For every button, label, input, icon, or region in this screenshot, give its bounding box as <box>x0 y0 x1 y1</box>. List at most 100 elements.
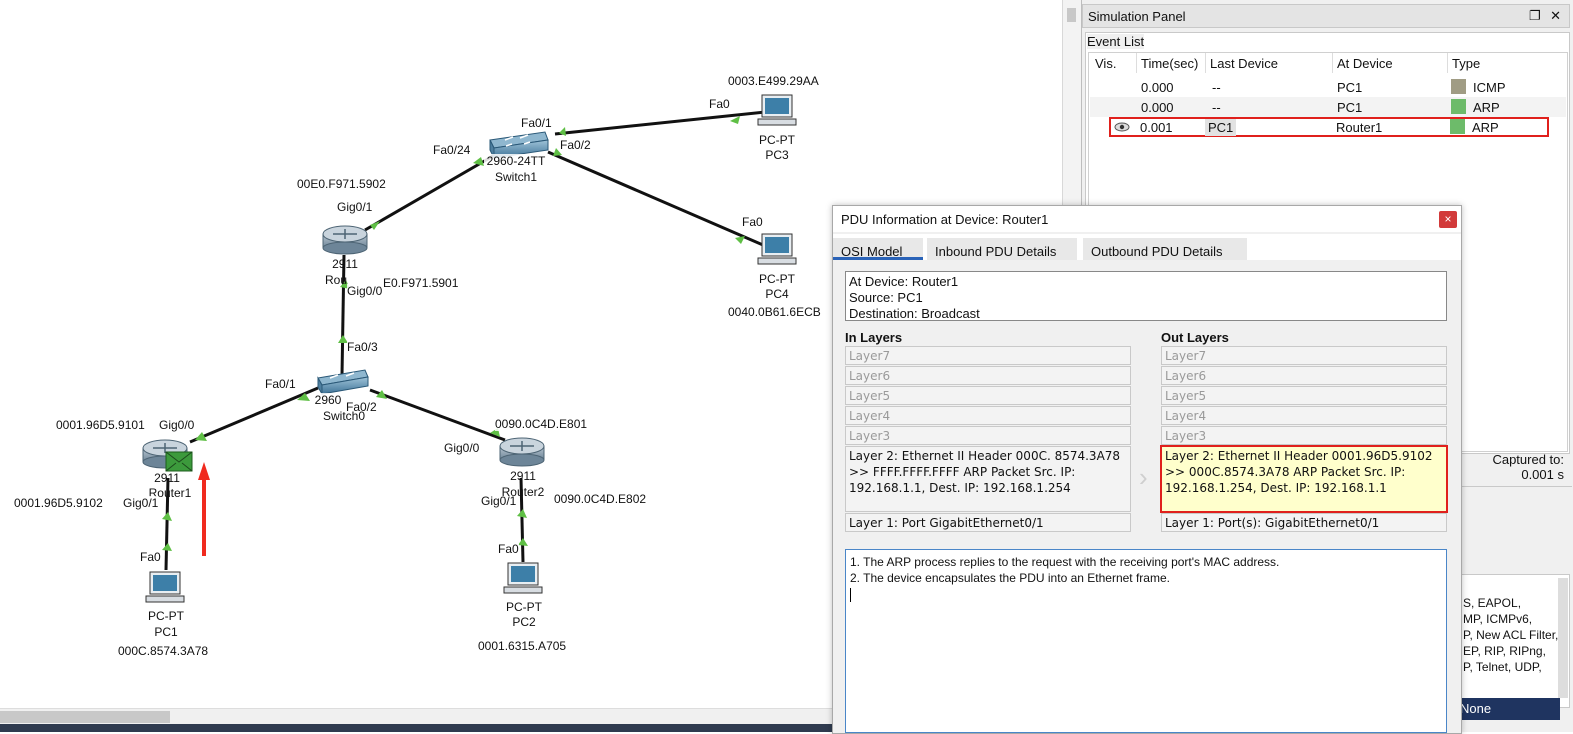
event-row[interactable]: 0.000 -- PC1 ICMP <box>1141 79 1506 95</box>
switch0-fa01-label: Fa0/1 <box>265 377 296 391</box>
eye-icon[interactable] <box>1114 120 1130 137</box>
text-cursor <box>850 588 851 602</box>
router2-name-label: Router2 <box>501 485 545 499</box>
restore-icon[interactable]: ❐ <box>1528 8 1541 23</box>
router0-gig01-mac-label: 00E0.F971.5902 <box>297 177 386 191</box>
col-at-device[interactable]: At Device <box>1337 56 1393 71</box>
close-icon[interactable]: × <box>1439 211 1457 228</box>
in-layer-5[interactable]: Layer5 <box>845 386 1131 405</box>
event-row-selected[interactable]: 0.001 PC1 Router1 ARP <box>1109 117 1549 137</box>
pc1-icon[interactable] <box>145 571 185 603</box>
out-layer-4[interactable]: Layer4 <box>1161 406 1447 425</box>
pc3-type-label: PC-PT <box>759 133 795 147</box>
pc2-icon[interactable] <box>503 562 543 594</box>
col-type[interactable]: Type <box>1452 56 1481 71</box>
pdu-dialog-title: PDU Information at Device: Router1 <box>841 212 1049 227</box>
event-list-label: Event List <box>1087 34 1145 49</box>
out-layer-6[interactable]: Layer6 <box>1161 366 1447 385</box>
router2-gig00-mac-label: 0090.0C4D.E801 <box>495 417 588 431</box>
pc3-name-label: PC3 <box>765 148 789 162</box>
filter-none-button[interactable]: None <box>1460 698 1560 720</box>
source-line: Source: PC1 <box>849 290 923 305</box>
arp-color-swatch <box>1451 99 1466 114</box>
pc1-port-label: Fa0 <box>140 550 161 564</box>
close-icon[interactable]: ✕ <box>1550 8 1561 23</box>
router2-gig01-label: Gig0/1 <box>481 494 517 508</box>
workspace-horizontal-scrollbar[interactable] <box>0 708 1062 725</box>
tab-inbound-pdu-details[interactable]: Inbound PDU Details <box>927 238 1077 260</box>
tab-osi-model[interactable]: OSI Model <box>833 238 923 260</box>
layer-arrow-icon: › <box>1139 462 1148 492</box>
in-layer-3[interactable]: Layer3 <box>845 426 1131 445</box>
red-arrow-annotation <box>198 462 210 556</box>
event-filter-list: S, EAPOL, MP, ICMPv6, P, New ACL Filter,… <box>1460 574 1570 708</box>
link-sw1-pc4[interactable] <box>547 150 771 250</box>
router0-gig00-label: Gig0/0 <box>347 284 383 298</box>
at-device-line: At Device: Router1 <box>849 274 959 289</box>
out-layer-7[interactable]: Layer7 <box>1161 346 1447 365</box>
pdu-description-area[interactable]: 1. The ARP process replies to the reques… <box>845 549 1447 733</box>
tab-outbound-pdu-details[interactable]: Outbound PDU Details <box>1083 238 1247 260</box>
in-layer-2[interactable]: Layer 2: Ethernet II Header 000C. 8574.3… <box>845 446 1131 512</box>
description-line: 2. The device encapsulates the PDU into … <box>850 571 1170 585</box>
switch1-name-label: Switch1 <box>494 170 538 184</box>
pc3-port-label: Fa0 <box>709 97 730 111</box>
icmp-color-swatch <box>1451 79 1466 94</box>
switch1-fa024-label: Fa0/24 <box>433 143 471 157</box>
link-sw1-router0[interactable] <box>364 150 501 232</box>
arp-color-swatch <box>1450 119 1465 134</box>
router1-type-label: 2911 <box>154 471 180 485</box>
in-layer-4[interactable]: Layer4 <box>845 406 1131 425</box>
destination-line: Destination: Broadcast <box>849 306 980 321</box>
switch1-fa01-label: Fa0/1 <box>521 116 552 130</box>
pdu-envelope-icon[interactable] <box>165 451 193 472</box>
col-vis[interactable]: Vis. <box>1095 56 1117 71</box>
router2-gig01-mac-label: 0090.0C4D.E802 <box>554 492 647 506</box>
out-layer-2[interactable]: Layer 2: Ethernet II Header 0001.96D5.91… <box>1160 445 1448 513</box>
out-layer-5[interactable]: Layer5 <box>1161 386 1447 405</box>
pdu-dialog-titlebar: PDU Information at Device: Router1 × <box>833 206 1461 232</box>
link-sw0-router2[interactable] <box>369 388 506 442</box>
links <box>164 110 771 571</box>
router1-gig01-label: Gig0/1 <box>123 496 159 510</box>
event-row[interactable]: 0.000 -- PC1 ARP <box>1090 97 1566 117</box>
pc1-type-label: PC-PT <box>148 609 184 623</box>
switch0-fa03-label: Fa0/3 <box>347 340 378 354</box>
pdu-summary-box: At Device: Router1 Source: PC1 Destinati… <box>845 271 1447 321</box>
pdu-tabs: OSI Model Inbound PDU Details Outbound P… <box>833 234 1461 260</box>
horizontal-scroll-thumb[interactable] <box>0 711 170 723</box>
pc2-mac-label: 0001.6315.A705 <box>478 639 567 653</box>
router1-gig00-label: Gig0/0 <box>159 418 195 432</box>
switch0-type-label: 2960 <box>313 393 343 407</box>
col-time[interactable]: Time(sec) <box>1141 56 1199 71</box>
filter-scrollbar[interactable] <box>1558 578 1568 698</box>
in-layer-1[interactable]: Layer 1: Port GigabitEthernet0/1 <box>845 513 1131 532</box>
link-sw1-pc3[interactable] <box>554 110 766 136</box>
router0-type-label: 2911 <box>332 257 358 271</box>
router0-gig01-label: Gig0/1 <box>337 200 373 214</box>
col-last-device[interactable]: Last Device <box>1210 56 1278 71</box>
out-layer-1[interactable]: Layer 1: Port(s): GigabitEthernet0/1 <box>1161 513 1447 532</box>
pc3-icon[interactable] <box>757 94 797 126</box>
pc2-type-label: PC-PT <box>506 600 542 614</box>
out-layer-3[interactable]: Layer3 <box>1161 426 1447 445</box>
link-router2-pc2[interactable] <box>519 477 525 563</box>
router0-icon[interactable] <box>322 225 368 255</box>
link-router0-sw0[interactable] <box>340 254 346 376</box>
router1-name-label: Router1 <box>148 486 192 500</box>
router2-type-label: 2911 <box>510 469 536 483</box>
in-layer-6[interactable]: Layer6 <box>845 366 1131 385</box>
link-sw0-router1[interactable] <box>189 386 319 444</box>
router2-icon[interactable] <box>499 437 545 467</box>
link-lights <box>162 116 745 551</box>
pc4-port-label: Fa0 <box>742 215 763 229</box>
pc4-icon[interactable] <box>757 233 797 265</box>
router1-gig01-mac-label: 0001.96D5.9102 <box>14 496 103 510</box>
switch1-fa02-label: Fa0/2 <box>560 138 591 152</box>
vertical-scroll-thumb[interactable] <box>1067 8 1076 22</box>
switch0-icon[interactable] <box>317 369 369 396</box>
simulation-panel-titlebar: Simulation Panel ❐ ✕ <box>1082 4 1570 28</box>
link-router1-pc1[interactable] <box>164 477 170 571</box>
in-layer-7[interactable]: Layer7 <box>845 346 1131 365</box>
pc3-mac-label: 0003.E499.29AA <box>728 74 819 88</box>
